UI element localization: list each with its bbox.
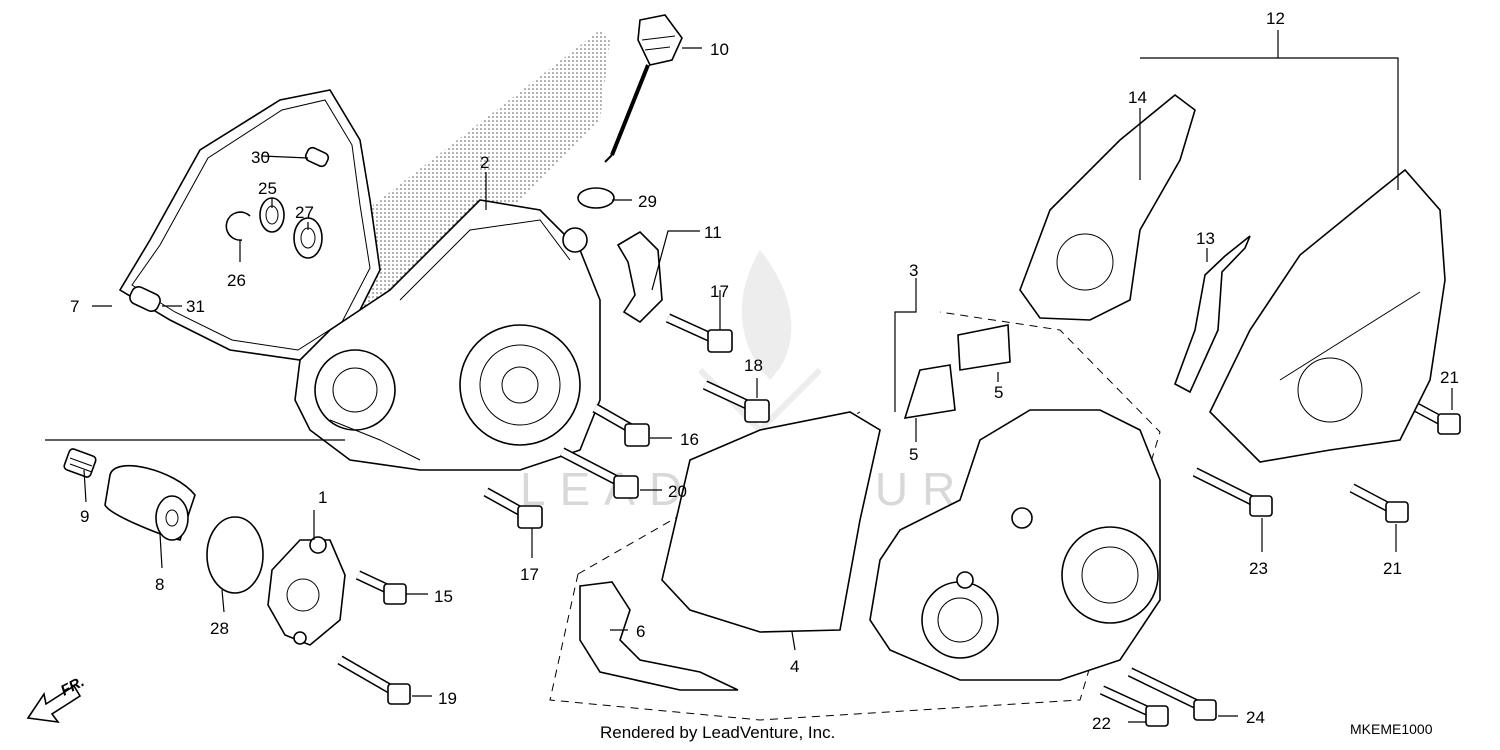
callout-7: 7: [70, 297, 79, 316]
bolt-part-15: [355, 570, 407, 605]
callout-23: 23: [1249, 559, 1268, 578]
leader-lines: [45, 30, 1453, 723]
callout-12: 12: [1266, 9, 1285, 28]
sprocket-cover-pad-hole: [1056, 233, 1114, 291]
crankcase-cover-part-2: [294, 199, 601, 471]
callout-10: 10: [710, 40, 729, 59]
o-ring-part-29: [577, 187, 615, 209]
bolt-part-23: [1192, 467, 1273, 517]
callout-24: 24: [1246, 708, 1265, 727]
sprocket-cover-pad-part-14: [1019, 93, 1196, 321]
callout-9: 9: [80, 507, 89, 526]
bolt-part-16: [592, 403, 650, 447]
o-ring-part-28: [206, 516, 264, 594]
callout-8: 8: [155, 575, 164, 594]
outer-cover-assembly-3: [869, 409, 1161, 681]
guard-pad-part-6: [579, 581, 739, 691]
callout-14: 14: [1128, 88, 1147, 107]
rendered-by-credit: Rendered by LeadVenture, Inc.: [600, 723, 835, 742]
callout-2: 2: [480, 153, 489, 172]
oil-filter-part-8: [104, 465, 196, 541]
bolt-part-18: [702, 380, 770, 423]
sprocket-cover-part-12: [1209, 168, 1446, 463]
gasket-part-7: [118, 89, 381, 361]
bolt-part-17-lower: [483, 487, 543, 529]
diagram-code: MKEME1000: [1350, 721, 1433, 737]
callout-19: 19: [438, 689, 457, 708]
bolt-part-22: [1099, 685, 1169, 727]
callout-20: 20: [668, 482, 687, 501]
sound-pad-part-4: [661, 411, 881, 633]
callout-29: 29: [638, 192, 657, 211]
callout-5-lower: 5: [909, 445, 918, 464]
bearing-part-27: [293, 217, 323, 259]
callout-31: 31: [186, 297, 205, 316]
callout-21-lower: 21: [1383, 559, 1402, 578]
callout-27: 27: [295, 203, 314, 222]
bolt-part-21-lower: [1349, 483, 1409, 523]
callout-4: 4: [790, 657, 799, 676]
bracket-part-11: [616, 230, 663, 324]
bracket-part-13: [1174, 235, 1251, 394]
callout-26: 26: [227, 271, 246, 290]
callout-17-upper: 17: [710, 282, 729, 301]
callout-3: 3: [909, 261, 918, 280]
pad-part-5-lower: [903, 364, 956, 419]
filter-cover-part-1: [267, 536, 346, 646]
callout-6: 6: [636, 622, 645, 641]
callout-25: 25: [258, 179, 277, 198]
bolt-part-17-upper: [665, 313, 733, 353]
bolt-part-19: [337, 655, 411, 705]
callout-11: 11: [704, 223, 722, 242]
pad-part-5-upper: [957, 324, 1011, 371]
spring-part-9: [63, 448, 97, 478]
front-direction-arrow: FR.: [26, 673, 87, 724]
circlip-part-26: [225, 211, 251, 241]
bolt-part-20: [559, 447, 639, 499]
callout-1: 1: [318, 488, 327, 507]
callout-15: 15: [434, 587, 453, 606]
dowel-pin-part-30: [304, 146, 330, 168]
bolt-part-24: [1127, 667, 1217, 721]
callout-30: 30: [251, 148, 270, 167]
dowel-pin-part-31: [129, 286, 161, 312]
callout-5-upper: 5: [994, 383, 1003, 402]
callout-13: 13: [1196, 229, 1215, 248]
callout-16: 16: [680, 430, 699, 449]
bolt-part-21-upper: [1409, 400, 1461, 435]
callout-28: 28: [210, 619, 229, 638]
oil-dipstick-part-10: [604, 14, 683, 163]
callout-21-upper: 21: [1440, 368, 1459, 387]
callout-22: 22: [1092, 714, 1111, 733]
callout-17-lower: 17: [520, 565, 539, 584]
callout-18: 18: [744, 356, 763, 375]
